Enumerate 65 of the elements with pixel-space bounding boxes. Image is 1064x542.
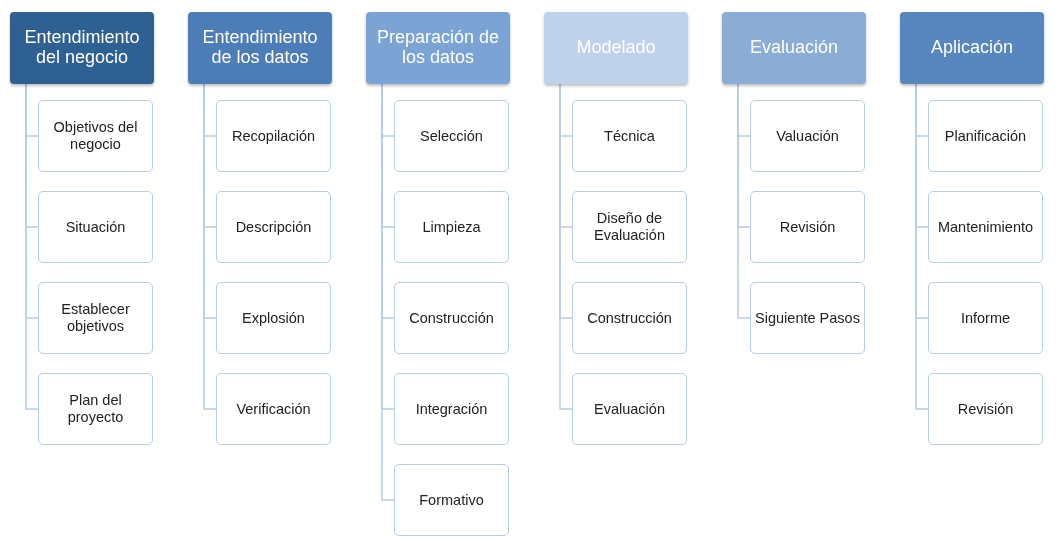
task-box (394, 191, 509, 263)
task-label: Siguiente Pasos (755, 309, 860, 327)
task-label: Informe (960, 309, 1011, 327)
task-box (928, 100, 1043, 172)
phase-title: Evaluación (749, 38, 839, 58)
task-box (394, 100, 509, 172)
connector-line (559, 83, 573, 410)
connector-line (915, 83, 929, 410)
phase-title: Entendimiento de los datos (201, 28, 319, 68)
task-label: Técnica (604, 127, 655, 145)
task-box (572, 100, 687, 172)
task-label: Diseño de Evaluación (593, 210, 666, 244)
task-label: Situación (65, 218, 126, 236)
task-label: Establecer objetivos (60, 301, 131, 335)
task-label: Revisión (957, 400, 1014, 418)
task-label: Mantenimiento (937, 218, 1034, 236)
task-box (572, 282, 687, 354)
task-box (216, 282, 331, 354)
phase-header (10, 12, 154, 84)
task-box (750, 100, 865, 172)
connector-line (203, 83, 217, 410)
task-label: Explosión (242, 309, 305, 327)
task-box (928, 282, 1043, 354)
task-box (394, 464, 509, 536)
phase-title: Entendimiento del negocio (23, 28, 141, 68)
task-box (572, 191, 687, 263)
task-label: Construcción (409, 309, 494, 327)
phase-title: Aplicación (930, 38, 1013, 58)
connector-line (25, 83, 39, 410)
task-label: Plan del proyecto (66, 392, 125, 426)
task-box (216, 373, 331, 445)
task-label: Descripción (235, 218, 312, 236)
phase-title: Modelado (576, 38, 656, 58)
phase-title: Preparación de los datos (375, 28, 501, 68)
task-label: Recopilación (232, 127, 315, 145)
task-label: Selección (420, 127, 483, 145)
task-label: Formativo (419, 491, 484, 509)
task-label: Objetivos del negocio (52, 119, 139, 153)
phase-header (544, 12, 688, 84)
task-box (750, 282, 865, 354)
task-label: Valuación (776, 127, 839, 145)
task-box (216, 100, 331, 172)
task-box (38, 100, 153, 172)
task-box (38, 373, 153, 445)
task-label: Evaluación (594, 400, 665, 418)
task-box (394, 282, 509, 354)
task-label: Planificación (944, 127, 1027, 145)
task-box (572, 373, 687, 445)
task-label: Verificación (236, 400, 311, 418)
task-box (750, 191, 865, 263)
task-box (928, 191, 1043, 263)
task-box (38, 282, 153, 354)
phase-header (900, 12, 1044, 84)
task-label: Construcción (587, 309, 672, 327)
phase-header (366, 12, 510, 84)
task-box (216, 191, 331, 263)
task-box (928, 373, 1043, 445)
task-box (38, 191, 153, 263)
task-label: Integración (415, 400, 488, 418)
phase-header (722, 12, 866, 84)
task-box (394, 373, 509, 445)
connector-line (737, 83, 751, 319)
task-label: Limpieza (422, 218, 481, 236)
phase-header (188, 12, 332, 84)
task-label: Revisión (779, 218, 836, 236)
